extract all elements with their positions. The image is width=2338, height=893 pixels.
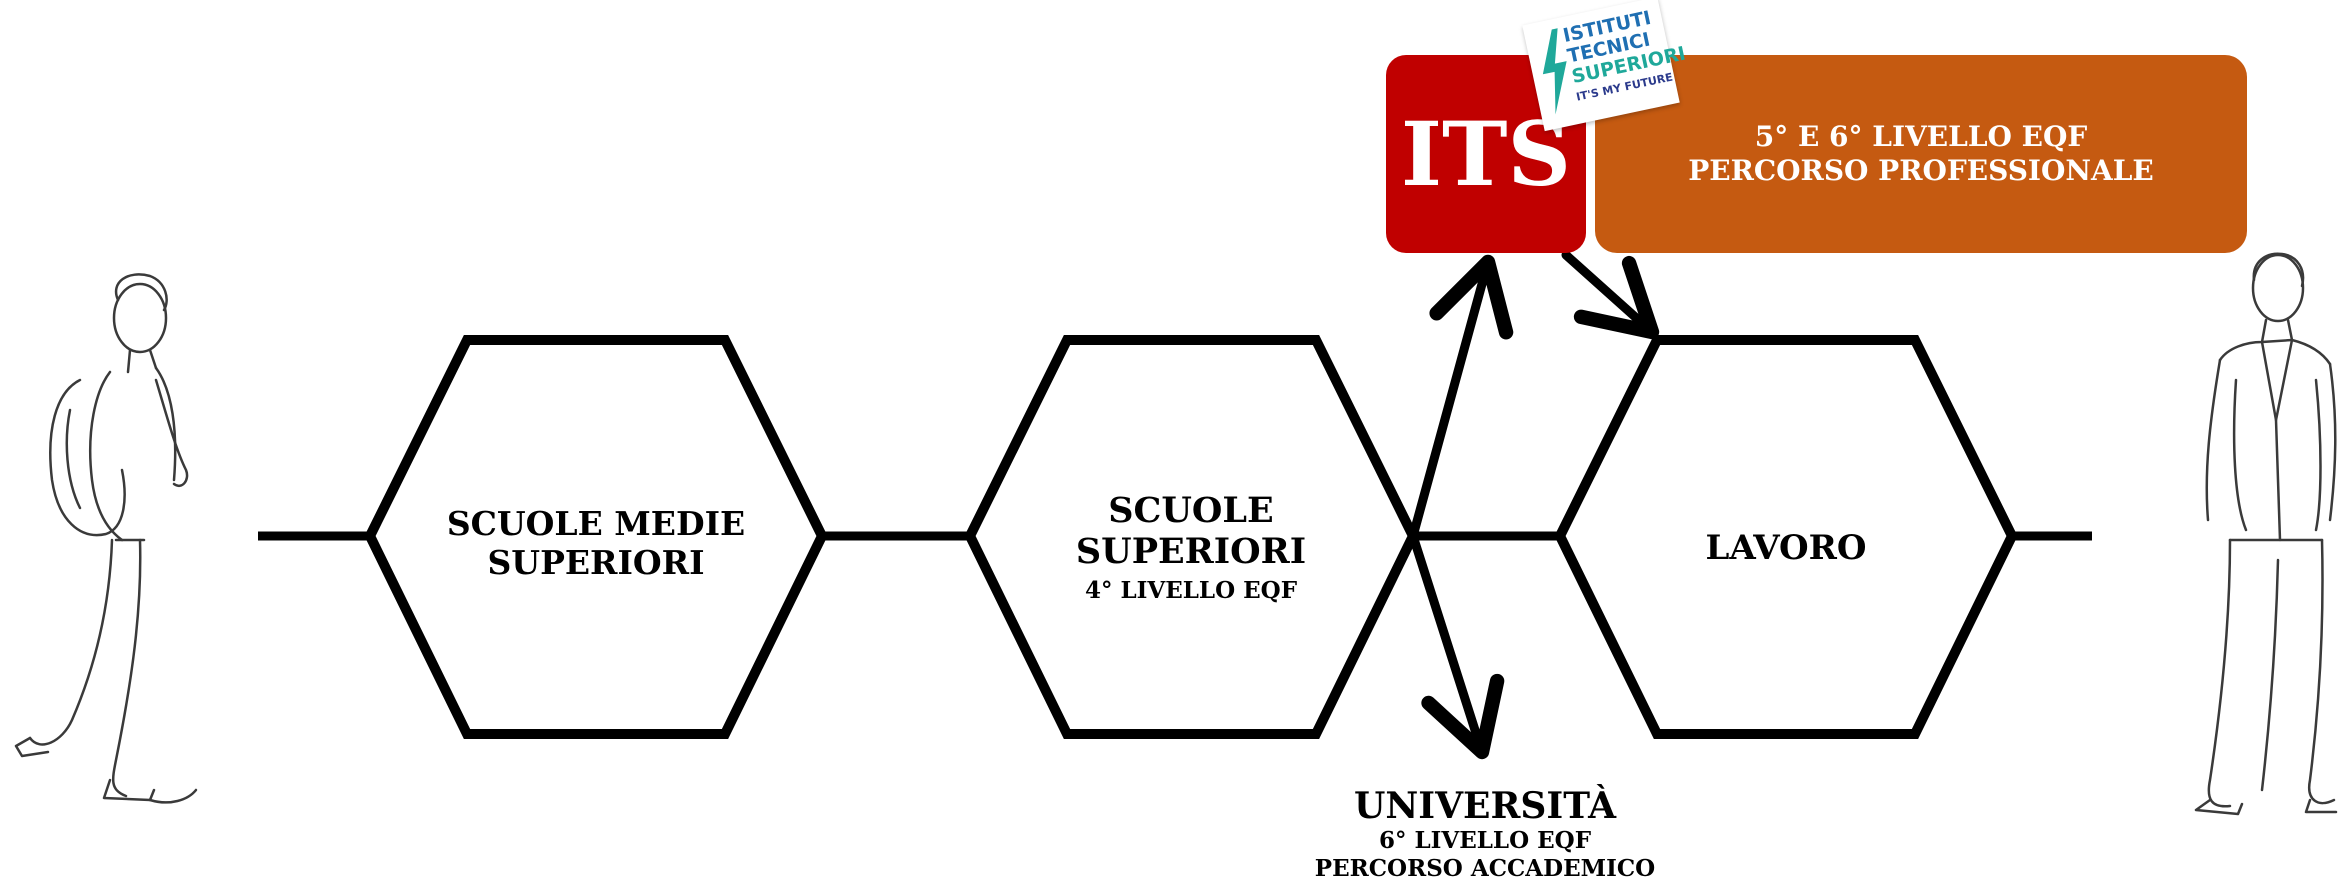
hexagon-lavoro <box>1554 335 2018 739</box>
student-figure <box>14 273 198 804</box>
label-lavoro-line1: LAVORO <box>1705 528 1867 568</box>
lightning-icon <box>1542 28 1567 115</box>
businessman-figure <box>2194 252 2338 816</box>
label-universita-line1: UNIVERSITÀ <box>1353 785 1617 827</box>
hexagon-scuole-medie <box>364 335 828 739</box>
its-box: ITS <box>1386 55 1586 253</box>
eqf-info-line2: PERCORSO PROFESSIONALE <box>1688 154 2154 187</box>
label-scuole-superiori-line1: SCUOLE <box>1108 490 1274 531</box>
eqf-info-box: 5° E 6° LIVELLO EQF PERCORSO PROFESSIONA… <box>1595 55 2247 253</box>
label-scuole-medie-line2: SUPERIORI <box>487 542 705 582</box>
arrow-its-to-lavoro <box>1561 250 1660 340</box>
label-scuole-superiori-line2: SUPERIORI <box>1075 531 1307 573</box>
label-universita-line2: 6° LIVELLO EQF <box>1378 827 1592 855</box>
label-universita-line3: PERCORSO ACCADEMICO <box>1314 854 1656 882</box>
label-scuole-medie: SCUOLE MEDIE SUPERIORI <box>400 504 792 583</box>
its-logo: ISTITUTI TECNICI SUPERIORI IT'S MY FUTUR… <box>1522 0 1687 132</box>
label-scuole-superiori-eqf: 4° LIVELLO EQF <box>1084 576 1298 604</box>
eqf-info-line1: 5° E 6° LIVELLO EQF <box>1754 120 2088 154</box>
arrow-to-universita <box>1408 531 1505 760</box>
label-universita: UNIVERSITÀ 6° LIVELLO EQF PERCORSO ACCAD… <box>1250 785 1720 882</box>
label-scuole-superiori: SCUOLE SUPERIORI 4° LIVELLO EQF <box>1000 490 1382 604</box>
label-lavoro: LAVORO <box>1590 528 1982 568</box>
arrow-to-its <box>1408 254 1514 541</box>
label-scuole-medie-line1: SCUOLE MEDIE <box>446 504 746 543</box>
